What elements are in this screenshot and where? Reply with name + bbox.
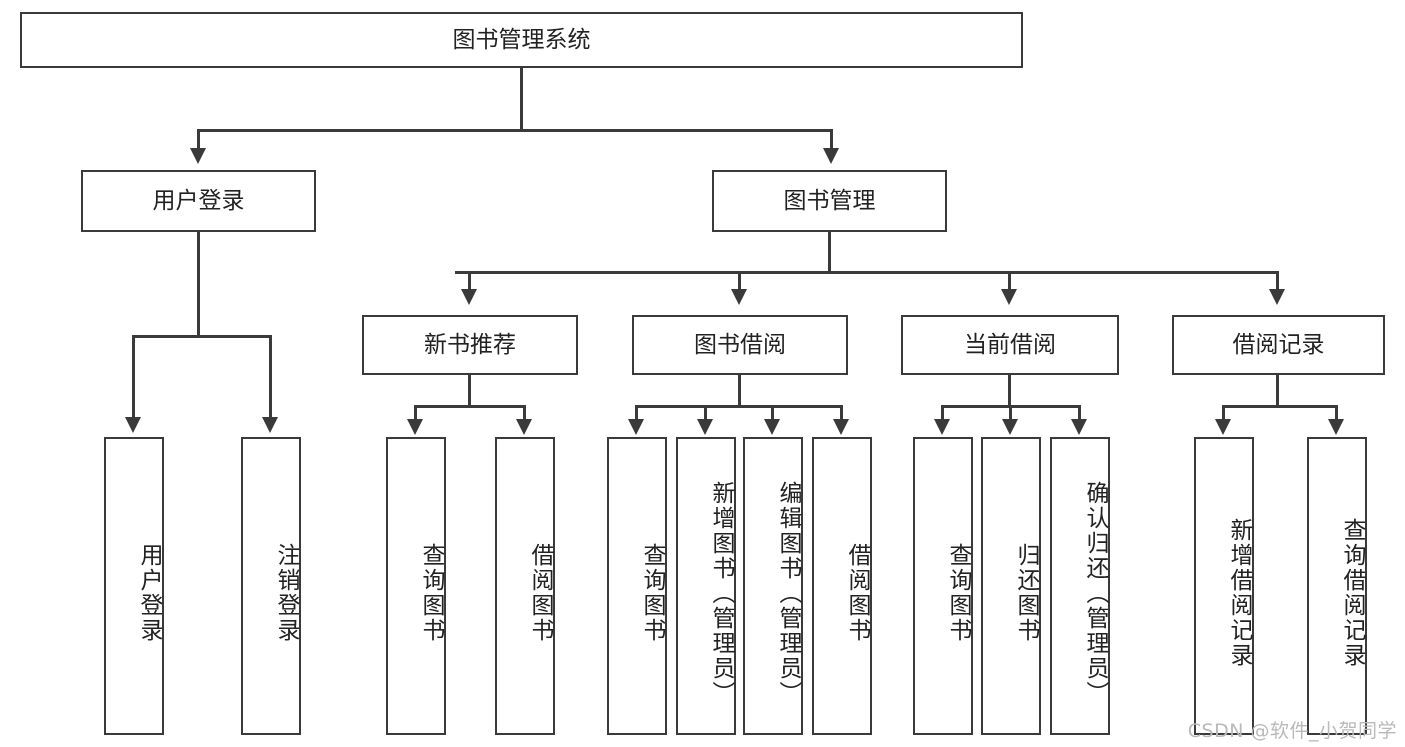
connector-to-leaf-borrow-book-2	[840, 405, 843, 421]
node-book-borrow[interactable]: 图书借阅	[632, 315, 848, 375]
node-current-borrow[interactable]: 当前借阅	[901, 315, 1119, 375]
arrowhead-leaf-return-book	[1002, 419, 1018, 435]
connector-to-leaf-borrow-book-1	[523, 405, 526, 421]
arrowhead-leaf-user-logout	[262, 417, 278, 433]
connector-to-book-borrow	[738, 271, 741, 291]
arrowhead-user-login	[190, 148, 206, 164]
node-label: 新增借阅记录	[1226, 518, 1252, 668]
connector-to-new-book-recommend	[468, 271, 471, 291]
connector-to-leaf-confirm-return	[1078, 405, 1081, 421]
connector-root-trunk	[520, 68, 523, 130]
node-label: 新书推荐	[424, 331, 516, 358]
node-label: 查询图书	[945, 543, 971, 643]
arrowhead-leaf-query-record	[1328, 419, 1344, 435]
node-label: 用户登录	[136, 543, 162, 643]
connector-to-current-borrow	[1008, 271, 1011, 291]
node-leaf-query-record[interactable]: 查询借阅记录	[1307, 437, 1367, 735]
node-leaf-borrow-book-1[interactable]: 借阅图书	[495, 437, 555, 735]
arrowhead-borrow-record	[1269, 289, 1285, 305]
arrowhead-book-manage	[823, 148, 839, 164]
node-label: 当前借阅	[964, 331, 1056, 358]
connector-book-borrow-bus	[635, 405, 843, 408]
node-leaf-add-book[interactable]: 新增图书（管理员）	[676, 437, 736, 735]
node-label: 查询图书	[639, 543, 665, 643]
connector-to-borrow-record	[1276, 271, 1279, 291]
arrowhead-new-book-recommend	[461, 289, 477, 305]
connector-current-borrow-trunk	[1008, 375, 1011, 408]
node-leaf-user-login[interactable]: 用户登录	[104, 437, 164, 735]
arrowhead-leaf-query-book-1	[407, 419, 423, 435]
arrowhead-leaf-user-login	[125, 417, 141, 433]
connector-to-leaf-query-book-1	[414, 405, 417, 421]
connector-to-leaf-edit-book	[771, 405, 774, 421]
arrowhead-leaf-borrow-book-1	[516, 419, 532, 435]
arrowhead-current-borrow	[1001, 289, 1017, 305]
node-book-manage[interactable]: 图书管理	[712, 170, 947, 232]
connector-to-leaf-add-record	[1222, 405, 1225, 421]
connector-new-book-recommend-trunk	[468, 375, 471, 408]
node-leaf-query-book-2[interactable]: 查询图书	[607, 437, 667, 735]
connector-root-bus	[197, 129, 833, 132]
arrowhead-leaf-edit-book	[764, 419, 780, 435]
node-leaf-borrow-book-2[interactable]: 借阅图书	[812, 437, 872, 735]
connector-book-manage-bus	[455, 271, 1279, 274]
node-label: 新增图书（管理员）	[708, 480, 734, 706]
node-label: 查询图书	[418, 543, 444, 643]
connector-root-to-book-manage	[830, 129, 833, 151]
connector-book-borrow-trunk	[738, 375, 741, 408]
node-label: 编辑图书（管理员）	[775, 480, 801, 706]
node-label: 图书管理系统	[452, 26, 591, 53]
connector-to-leaf-query-record	[1335, 405, 1338, 421]
node-leaf-confirm-return[interactable]: 确认归还（管理员）	[1050, 437, 1110, 735]
node-label: 借阅图书	[844, 543, 870, 643]
connector-book-manage-trunk	[828, 232, 831, 274]
node-borrow-record[interactable]: 借阅记录	[1172, 315, 1385, 375]
node-label: 归还图书	[1013, 543, 1039, 643]
node-label: 图书借阅	[694, 331, 786, 358]
arrowhead-leaf-query-book-3	[934, 419, 950, 435]
node-leaf-add-record[interactable]: 新增借阅记录	[1194, 437, 1254, 735]
arrowhead-leaf-add-book	[697, 419, 713, 435]
connector-to-leaf-query-book-2	[635, 405, 638, 421]
node-label: 查询借阅记录	[1339, 518, 1365, 668]
node-new-book-recommend[interactable]: 新书推荐	[362, 315, 578, 375]
connector-user-login-trunk	[197, 232, 200, 338]
node-leaf-edit-book[interactable]: 编辑图书（管理员）	[743, 437, 803, 735]
node-label: 用户登录	[152, 187, 245, 214]
connector-to-leaf-user-login	[132, 335, 135, 419]
node-leaf-query-book-1[interactable]: 查询图书	[386, 437, 446, 735]
node-root-system[interactable]: 图书管理系统	[20, 12, 1023, 68]
node-label: 借阅记录	[1232, 331, 1325, 358]
arrowhead-leaf-add-record	[1215, 419, 1231, 435]
node-label: 注销登录	[273, 543, 299, 643]
connector-borrow-record-bus	[1222, 405, 1338, 408]
connector-user-login-bus	[132, 335, 272, 338]
connector-borrow-record-trunk	[1276, 375, 1279, 408]
node-user-login[interactable]: 用户登录	[81, 170, 316, 232]
arrowhead-book-borrow	[731, 289, 747, 305]
node-leaf-user-logout[interactable]: 注销登录	[241, 437, 301, 735]
connector-root-to-user-login	[197, 129, 200, 151]
connector-to-leaf-query-book-3	[941, 405, 944, 421]
connector-to-leaf-return-book	[1009, 405, 1012, 421]
arrowhead-leaf-confirm-return	[1071, 419, 1087, 435]
connector-new-book-recommend-bus	[414, 405, 526, 408]
node-label: 图书管理	[783, 187, 876, 214]
node-label: 确认归还（管理员）	[1082, 480, 1108, 706]
arrowhead-leaf-borrow-book-2	[833, 419, 849, 435]
arrowhead-leaf-query-book-2	[628, 419, 644, 435]
node-leaf-query-book-3[interactable]: 查询图书	[913, 437, 973, 735]
connector-to-leaf-user-logout	[269, 335, 272, 419]
csdn-watermark: CSDN @软件_小贺同学	[1187, 720, 1397, 742]
connector-to-leaf-add-book	[704, 405, 707, 421]
node-label: 借阅图书	[527, 543, 553, 643]
node-leaf-return-book[interactable]: 归还图书	[981, 437, 1041, 735]
